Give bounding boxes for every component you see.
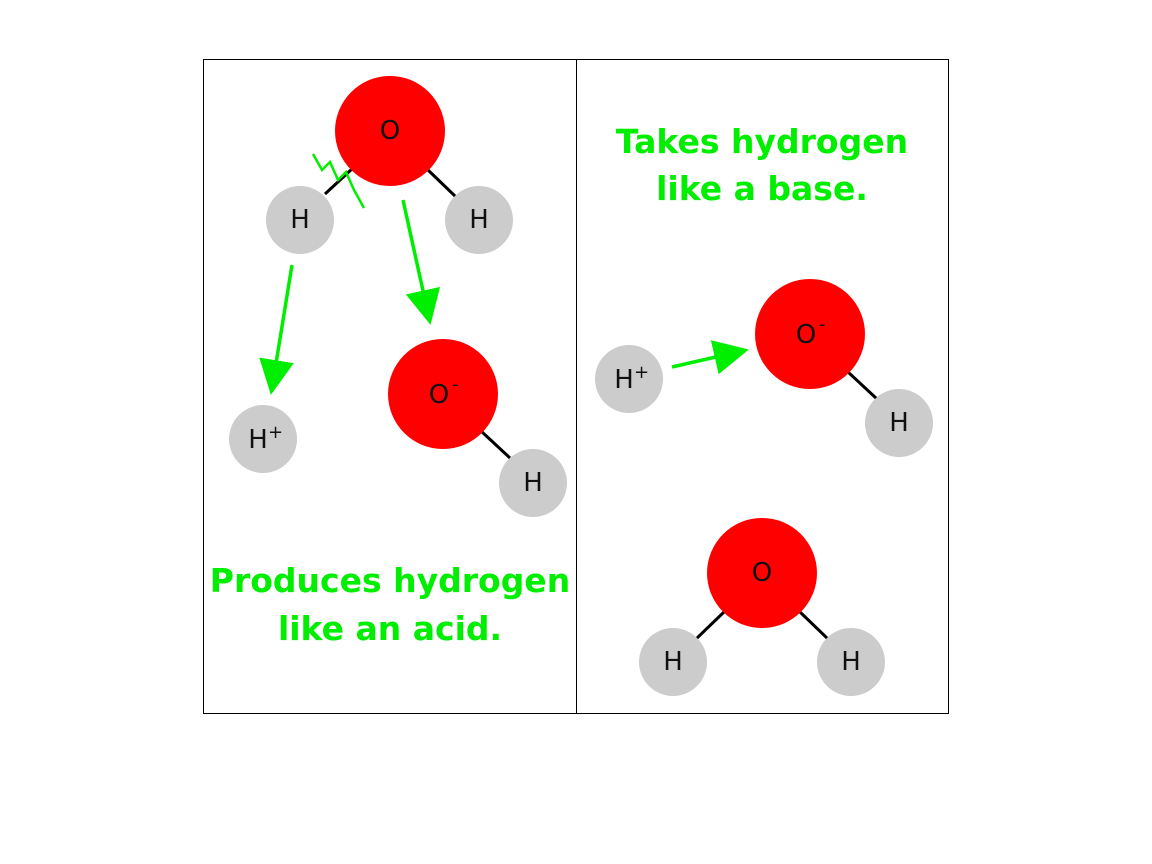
bond-right [426,168,458,199]
bond-right [798,610,830,641]
left-hydroxide-ion: O - H [388,339,567,517]
hydroxide-bond [846,370,879,401]
hydrogen-label-left: H [290,205,310,235]
right-hydroxide-ion: O - H [755,279,933,457]
arrow-to-hydroxide-right [671,340,749,375]
hydrogen-ion-charge: + [268,422,283,443]
hydrogen-label-right: H [469,205,489,235]
right-panel-frame [576,59,949,714]
hydroxide-charge: - [819,314,826,335]
hydrogen-atom-left [266,186,334,254]
right-caption-line2: like a base. [656,169,868,208]
right-hydrogen-ion: H + [595,345,663,413]
hydrogen-ion-atom [229,405,297,473]
hydrogen-label-right: H [841,647,861,677]
hydroxide-charge: - [452,374,459,395]
bond-left [323,166,355,196]
arrow-to-hydrogen-ion [259,264,294,395]
hydroxide-hydrogen-label: H [889,408,909,438]
hydroxide-oxygen-label: O [429,380,449,410]
hydrogen-ion-label: H [248,425,268,455]
left-caption-line1: Produces hydrogen [210,561,570,600]
hydrogen-ion-atom [595,345,663,413]
left-water-molecule: O H H [266,76,513,254]
oxygen-atom [707,518,817,628]
hydroxide-oxygen-atom [755,279,865,389]
right-water-molecule: O H H [639,518,885,696]
left-caption-line2: like an acid. [278,609,502,648]
hydroxide-hydrogen-atom [865,389,933,457]
left-hydrogen-ion: H + [229,405,297,473]
oxygen-label: O [380,116,400,146]
oxygen-label: O [752,558,772,588]
hydroxide-hydrogen-atom [499,449,567,517]
hydrogen-ion-charge: + [634,362,649,383]
bond-left [694,610,726,641]
hydrogen-atom-right [817,628,885,696]
bond-break-mark [311,153,366,209]
hydroxide-bond [479,429,512,460]
hydrogen-label-left: H [663,647,683,677]
hydroxide-hydrogen-label: H [523,468,543,498]
hydroxide-oxygen-atom [388,339,498,449]
oxygen-atom [335,76,445,186]
hydrogen-ion-label: H [614,365,634,395]
arrow-to-hydroxide [401,199,441,325]
hydroxide-oxygen-label: O [796,320,816,350]
right-caption-line1: Takes hydrogen [616,122,908,161]
hydrogen-atom-left [639,628,707,696]
hydrogen-atom-right [445,186,513,254]
